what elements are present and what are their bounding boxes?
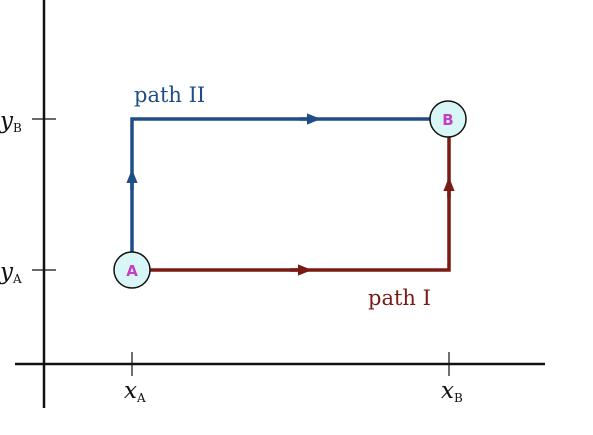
x-tick-label-a: xA xyxy=(124,378,146,405)
x-tick-label-b: xB xyxy=(441,378,463,405)
point-a-label: A xyxy=(126,262,138,280)
y-tick-label-b: yB xyxy=(0,108,22,135)
point-b-node xyxy=(429,100,467,138)
path-1-line xyxy=(150,137,451,272)
path-2-line xyxy=(130,117,431,252)
path-1-label: path I xyxy=(368,286,431,310)
path-2-label: path II xyxy=(134,83,205,107)
y-tick-label-a: yA xyxy=(0,259,22,286)
point-b-label: B xyxy=(442,111,453,129)
point-a-node xyxy=(113,251,151,289)
